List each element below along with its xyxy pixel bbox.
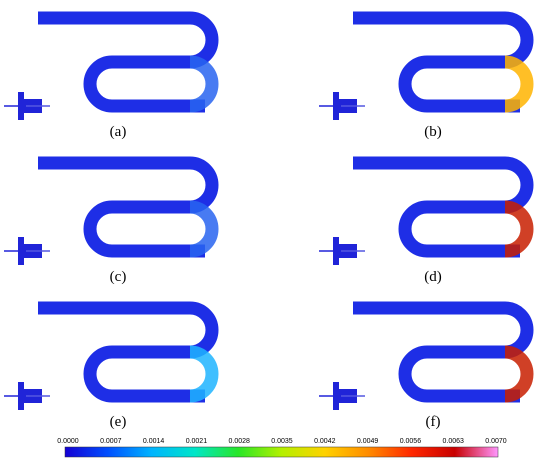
- pipe-right-bend: [504, 55, 534, 113]
- colorbar-ticks: 0.0000 0.0007 0.0014 0.0021 0.0028 0.0035 0.00…: [57, 438, 507, 445]
- colorbar-tick-label: 0.0014: [143, 438, 165, 445]
- panel-label: (b): [424, 124, 442, 140]
- panel-label: (c): [110, 269, 127, 285]
- colorbar-tick-label: 0.0021: [186, 438, 208, 445]
- panel: (e): [4, 301, 219, 430]
- colorbar-tick-label: 0.0000: [57, 438, 79, 445]
- pipe-right-bend: [504, 200, 534, 258]
- panels-group: (a) (b) (c) (d) (e) (f): [4, 11, 534, 430]
- colorbar-tick-label: 0.0070: [485, 438, 507, 445]
- panel-label: (f): [426, 414, 441, 430]
- colorbar-bar: [64, 446, 499, 458]
- pipe-right-bend: [504, 345, 534, 403]
- pipe-right-bend: [189, 55, 219, 113]
- colorbar-tick-label: 0.0028: [228, 438, 250, 445]
- panel: (c): [4, 156, 219, 285]
- panel: (d): [319, 156, 534, 285]
- colorbar-tick-label: 0.0035: [271, 438, 293, 445]
- colorbar-tick-label: 0.0063: [442, 438, 464, 445]
- panel: (f): [319, 301, 534, 430]
- colorbar-tick-label: 0.0007: [100, 438, 122, 445]
- colorbar-tick-label: 0.0056: [400, 438, 422, 445]
- panel-label: (e): [110, 414, 127, 430]
- colorbar-tick-label: 0.0042: [314, 438, 336, 445]
- panel-label: (a): [110, 124, 127, 140]
- pipe-right-bend: [189, 200, 219, 258]
- panel: (a): [4, 11, 219, 140]
- pipe-right-bend: [189, 345, 219, 403]
- colorbar: 0.0000 0.0007 0.0014 0.0021 0.0028 0.0035 0.00…: [57, 438, 507, 458]
- panel: (b): [319, 11, 534, 140]
- panel-label: (d): [424, 269, 442, 285]
- colorbar-tick-label: 0.0049: [357, 438, 379, 445]
